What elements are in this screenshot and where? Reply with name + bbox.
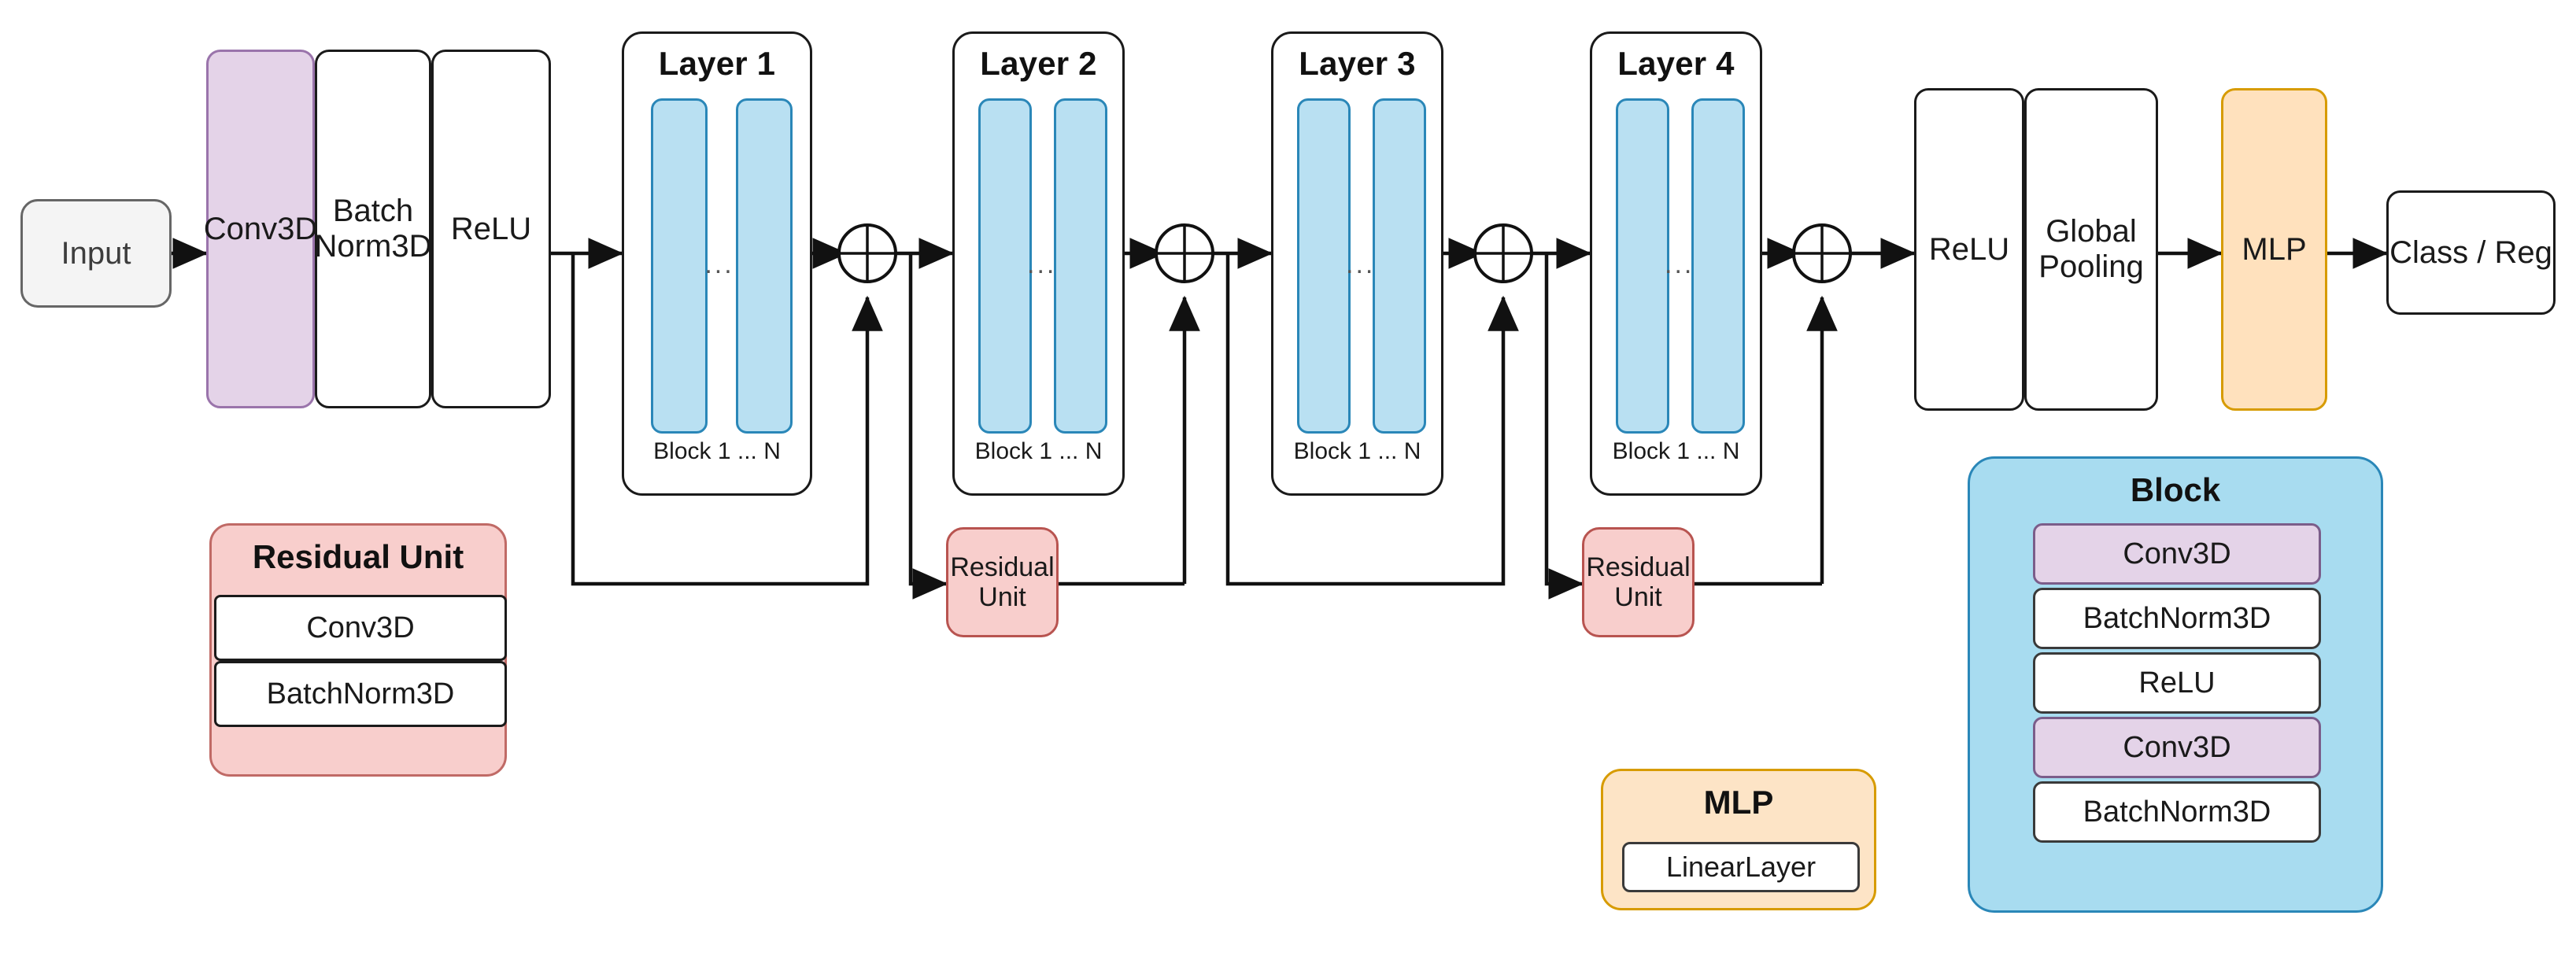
- layer-1-block-column-last: [736, 98, 793, 434]
- inline-residual-unit-1-label: Residual Unit: [950, 552, 1055, 612]
- layer-1-ellipsis: ...: [704, 249, 734, 279]
- legend-block-title: Block: [2130, 471, 2221, 508]
- layer-title-3: Layer 3: [1299, 45, 1416, 82]
- layer-3-block-column-last: [1373, 98, 1426, 434]
- head-mlp-node[interactable]: MLP: [2221, 88, 2327, 411]
- legend-mlp-title: MLP: [1703, 784, 1774, 821]
- layer-1-caption: Block 1 ... N: [653, 438, 781, 464]
- stem-batchnorm3d-label: Batch Norm3D: [314, 194, 432, 264]
- layer-4-caption: Block 1 ... N: [1612, 438, 1740, 464]
- layer-3-block-column-first: [1297, 98, 1351, 434]
- layer-3-ellipsis: ...: [1346, 249, 1376, 279]
- head-globalpooling-node[interactable]: Global Pooling: [2024, 88, 2158, 411]
- layer-4-block-column-first: [1616, 98, 1669, 434]
- legend-block-row-0[interactable]: Conv3D: [2033, 523, 2321, 585]
- layer-4-block-column-last: [1691, 98, 1745, 434]
- legend-mlp-row-0[interactable]: LinearLayer: [1622, 842, 1860, 892]
- inline-residual-unit-2[interactable]: Residual Unit: [1582, 527, 1695, 637]
- legend-block-row-3[interactable]: Conv3D: [2033, 717, 2321, 778]
- legend-residual-unit: Residual Unit Conv3D BatchNorm3D: [209, 523, 507, 777]
- layer-3-caption: Block 1 ... N: [1293, 438, 1421, 464]
- legend-block-row-1[interactable]: BatchNorm3D: [2033, 588, 2321, 649]
- layer-title-1: Layer 1: [658, 45, 776, 82]
- inline-residual-unit-1[interactable]: Residual Unit: [946, 527, 1059, 637]
- legend-mlp: MLP LinearLayer: [1601, 769, 1876, 910]
- legend-residual-unit-row-1[interactable]: BatchNorm3D: [214, 661, 507, 727]
- legend-block: Block Conv3D BatchNorm3D ReLU Conv3D Bat…: [1968, 456, 2383, 913]
- layer-2-block-column-first: [978, 98, 1032, 434]
- layer-box-3[interactable]: Layer 3 ... Block 1 ... N: [1271, 31, 1443, 496]
- layer-2-caption: Block 1 ... N: [974, 438, 1103, 464]
- legend-block-row-4[interactable]: BatchNorm3D: [2033, 781, 2321, 843]
- layer-2-ellipsis: ...: [1027, 249, 1057, 279]
- legend-residual-unit-row-0[interactable]: Conv3D: [214, 595, 507, 661]
- stem-relu-node[interactable]: ReLU: [431, 50, 551, 408]
- layer-title-2: Layer 2: [980, 45, 1097, 82]
- stem-batchnorm3d-node[interactable]: Batch Norm3D: [315, 50, 431, 408]
- head-relu-node[interactable]: ReLU: [1914, 88, 2024, 411]
- layer-box-2[interactable]: Layer 2 ... Block 1 ... N: [952, 31, 1125, 496]
- layer-title-4: Layer 4: [1617, 45, 1735, 82]
- legend-residual-unit-title: Residual Unit: [252, 538, 464, 575]
- inline-residual-unit-2-label: Residual Unit: [1586, 552, 1691, 612]
- layer-box-4[interactable]: Layer 4 ... Block 1 ... N: [1590, 31, 1762, 496]
- input-node[interactable]: Input: [20, 199, 172, 308]
- layer-2-block-column-last: [1054, 98, 1107, 434]
- output-node[interactable]: Class / Reg: [2386, 190, 2556, 315]
- layer-1-block-column-first: [651, 98, 708, 434]
- head-globalpooling-label: Global Pooling: [2038, 214, 2144, 284]
- legend-block-row-2[interactable]: ReLU: [2033, 652, 2321, 714]
- layer-4-ellipsis: ...: [1665, 249, 1695, 279]
- stem-conv3d-node[interactable]: Conv3D: [204, 50, 317, 408]
- layer-box-1[interactable]: Layer 1 ... Block 1 ... N: [622, 31, 812, 496]
